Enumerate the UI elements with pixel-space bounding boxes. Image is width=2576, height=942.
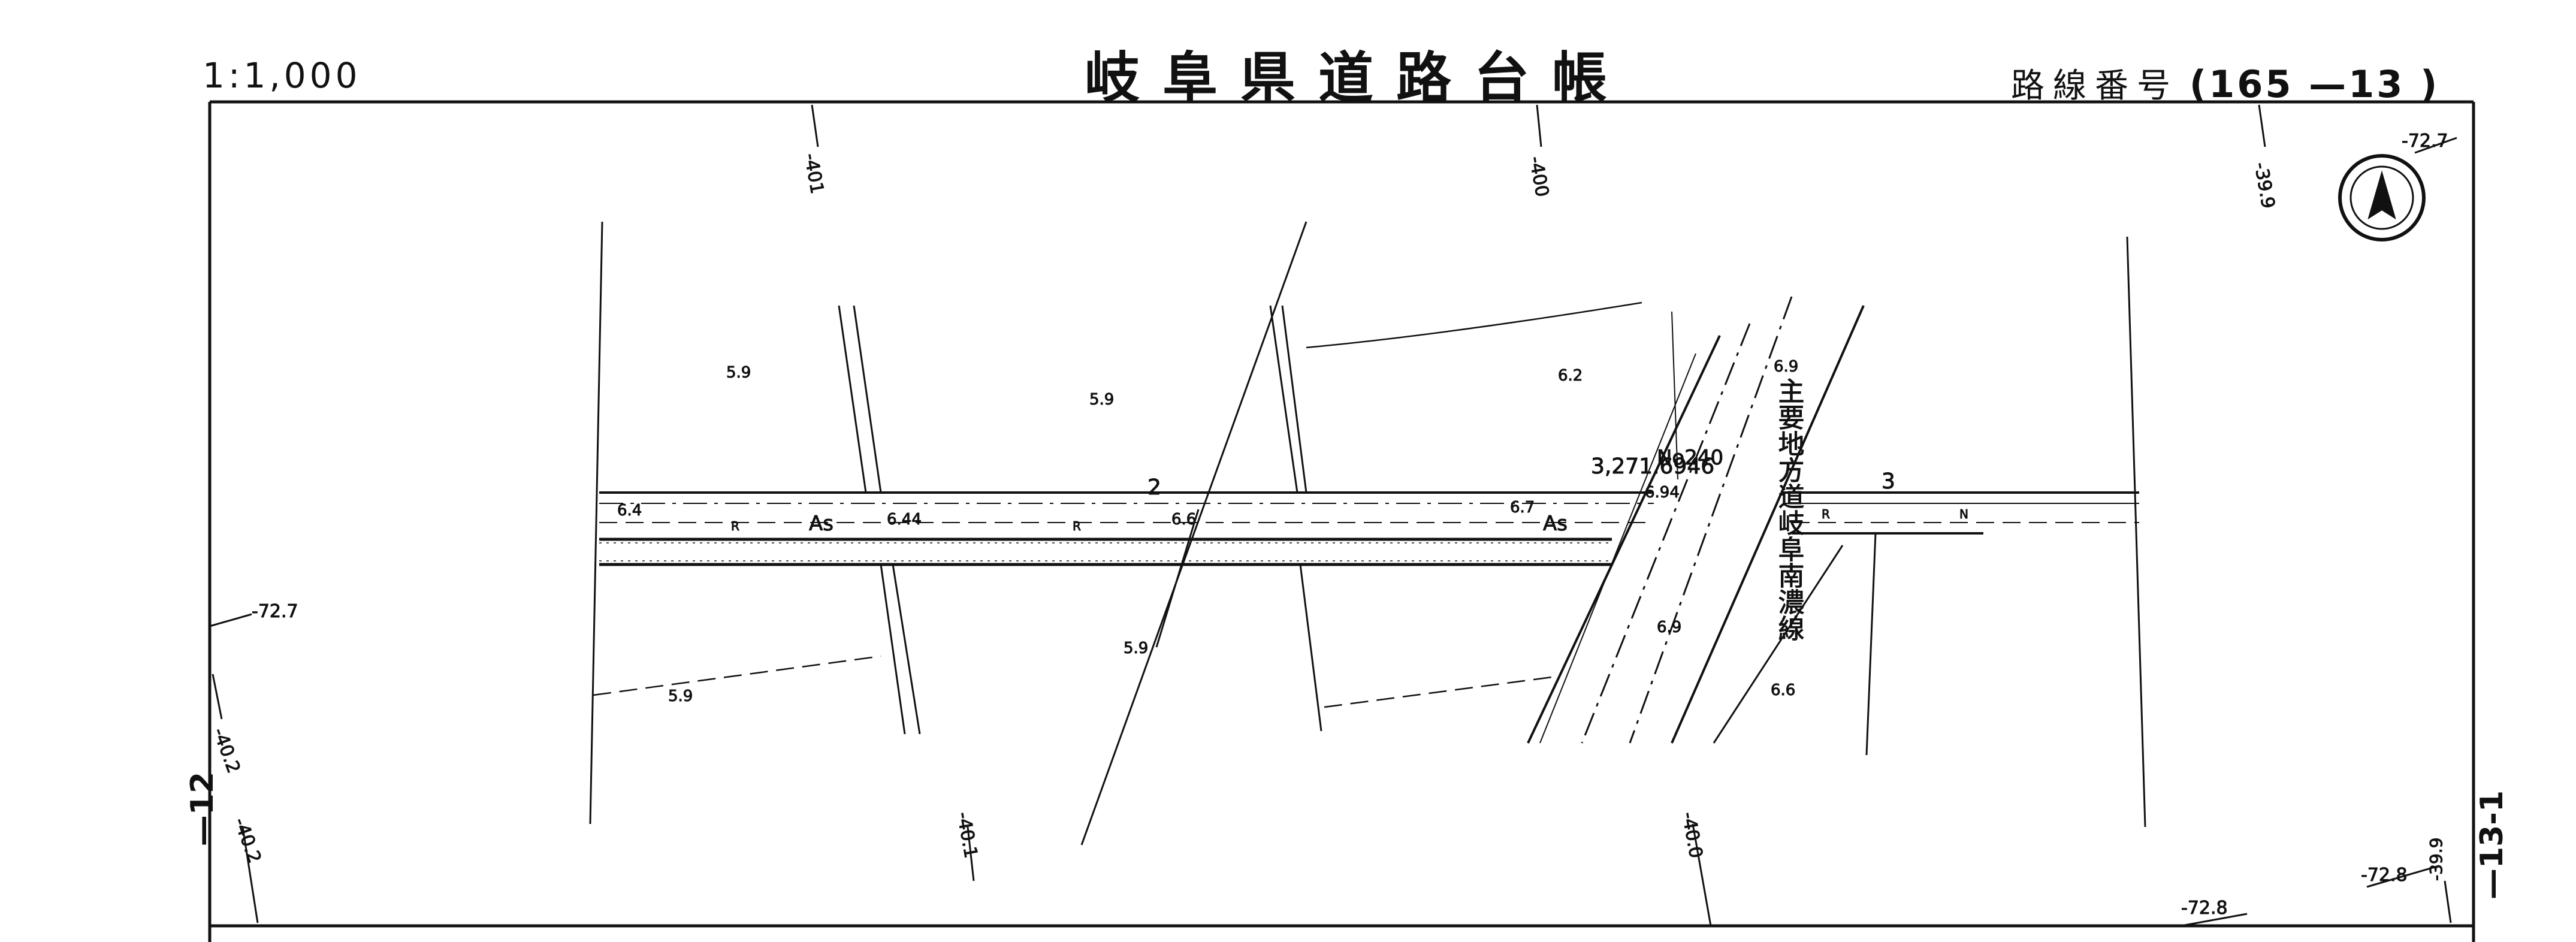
svg-text:5.9: 5.9 <box>726 364 751 382</box>
svg-text:-39.9: -39.9 <box>2250 161 2279 210</box>
svg-text:6.94: 6.94 <box>1645 484 1680 502</box>
svg-text:-400: -400 <box>1525 155 1553 198</box>
route-number-label: 路線番号 <box>2011 67 2179 105</box>
svg-text:R: R <box>731 519 739 533</box>
svg-text:6.4: 6.4 <box>617 502 642 520</box>
svg-text:5.9: 5.9 <box>1124 639 1148 657</box>
svg-text:3,271.6946: 3,271.6946 <box>1591 454 1714 479</box>
page-title: 岐阜県道路台帳 <box>1085 46 1630 110</box>
svg-text:-40.0: -40.0 <box>1678 810 1707 860</box>
svg-text:-40.2: -40.2 <box>209 725 244 776</box>
grid-lines <box>209 104 2457 927</box>
route-number-value: (165 —13 ) <box>2189 62 2440 106</box>
svg-text:3: 3 <box>1882 469 1895 494</box>
map-scale: 1:1,000 <box>203 55 361 96</box>
svg-text:R: R <box>1822 507 1830 521</box>
svg-text:6.2: 6.2 <box>1558 367 1583 385</box>
svg-text:2: 2 <box>1147 475 1161 500</box>
side-roads <box>838 305 1877 756</box>
svg-text:-72.7: -72.7 <box>252 601 298 622</box>
svg-text:N: N <box>1959 507 1968 521</box>
svg-text:-39.9: -39.9 <box>2426 838 2446 881</box>
svg-text:5.9: 5.9 <box>668 687 693 705</box>
svg-text:As: As <box>1543 512 1568 536</box>
svg-text:6.6: 6.6 <box>1171 511 1196 529</box>
route-number: 路線番号 (165 —13 ) <box>2011 59 2439 107</box>
svg-text:No240: No240 <box>1657 446 1723 470</box>
svg-text:-401: -401 <box>800 152 828 195</box>
map-frame <box>208 100 2475 942</box>
svg-text:6.44: 6.44 <box>887 511 922 529</box>
parcel-boundaries <box>593 301 1642 708</box>
north-arrow-icon <box>2338 154 2426 241</box>
svg-text:主要地方道岐阜南濃線: 主要地方道岐阜南濃線 <box>1774 378 1804 641</box>
svg-text:-40.1: -40.1 <box>953 810 982 860</box>
main-road <box>599 491 2139 566</box>
svg-text:-72.8: -72.8 <box>2361 865 2408 886</box>
svg-text:-72.8: -72.8 <box>2181 898 2228 919</box>
svg-text:6.9: 6.9 <box>1657 618 1681 636</box>
svg-text:As: As <box>809 512 833 536</box>
svg-text:-40.2: -40.2 <box>229 815 265 866</box>
cross-road <box>1527 296 1865 744</box>
map-labels: 6.4 6.44 6.6 6.7 5.9 5.9 6.2 6.94 6.9 6.… <box>208 131 2448 919</box>
svg-text:-72.7: -72.7 <box>2402 131 2448 152</box>
svg-text:6.7: 6.7 <box>1510 499 1535 517</box>
svg-text:5.9: 5.9 <box>1089 391 1114 409</box>
survey-boundary <box>589 221 2146 828</box>
svg-text:6.6: 6.6 <box>1771 681 1795 699</box>
svg-text:R: R <box>1073 519 1081 533</box>
svg-text:6.9: 6.9 <box>1774 358 1798 376</box>
